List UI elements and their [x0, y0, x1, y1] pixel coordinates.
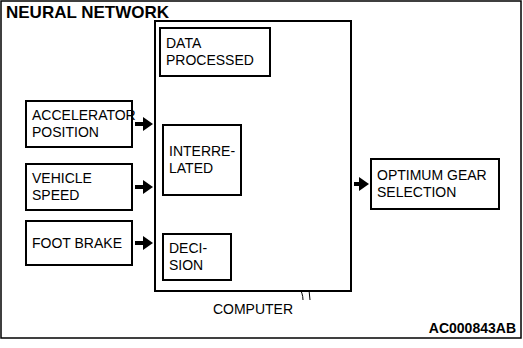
box-label: DATA PROCESSED — [161, 32, 269, 72]
arrow-head — [359, 177, 369, 191]
text-wrap: ACCELERATOR POSITION — [27, 104, 141, 144]
outer-frame — [1, 1, 521, 338]
box-label: FOOT BRAKE — [27, 232, 127, 255]
text-wrap: FOOT BRAKE — [27, 232, 127, 255]
connector-arrow — [135, 117, 153, 131]
box-label: DECI- SION — [164, 237, 230, 277]
arrow-head — [143, 117, 153, 131]
process-box: INTERRE- LATED — [162, 124, 242, 196]
arrow-head — [143, 180, 153, 194]
diagram-title: NEURAL NETWORK — [6, 3, 169, 23]
text-wrap: DATA PROCESSED — [161, 32, 269, 72]
input-box: VEHICLE SPEED — [25, 163, 133, 211]
process-box: DATA PROCESSED — [159, 27, 271, 77]
process-box: DECI- SION — [162, 233, 232, 281]
text-wrap: DECI- SION — [164, 237, 230, 277]
arrow-shaft — [354, 182, 359, 186]
connector-arrow — [354, 177, 369, 191]
box-label: OPTIMUM GEAR SELECTION — [372, 164, 498, 204]
input-box: ACCELERATOR POSITION — [25, 100, 133, 148]
text-wrap: OPTIMUM GEAR SELECTION — [372, 164, 498, 204]
connector-arrow — [135, 236, 153, 250]
text-wrap: INTERRE- LATED — [164, 140, 240, 180]
figure-code: AC000843AB — [429, 320, 516, 336]
box-label: ACCELERATOR POSITION — [27, 104, 141, 144]
arrow-shaft — [135, 122, 143, 126]
text-wrap: VEHICLE SPEED — [27, 167, 131, 207]
arrow-shaft — [135, 185, 143, 189]
arrow-head — [143, 236, 153, 250]
input-box: FOOT BRAKE — [25, 220, 133, 266]
box-label: VEHICLE SPEED — [27, 167, 131, 207]
output-box: OPTIMUM GEAR SELECTION — [370, 158, 500, 210]
computer-box: COMPUTER DATA PROCESSED INTERRE- LATED DECI… — [154, 20, 352, 322]
box-label: COMPUTER — [154, 301, 352, 318]
arrow-shaft — [135, 241, 143, 245]
connector-arrow — [135, 180, 153, 194]
box-label: INTERRE- LATED — [164, 140, 240, 180]
